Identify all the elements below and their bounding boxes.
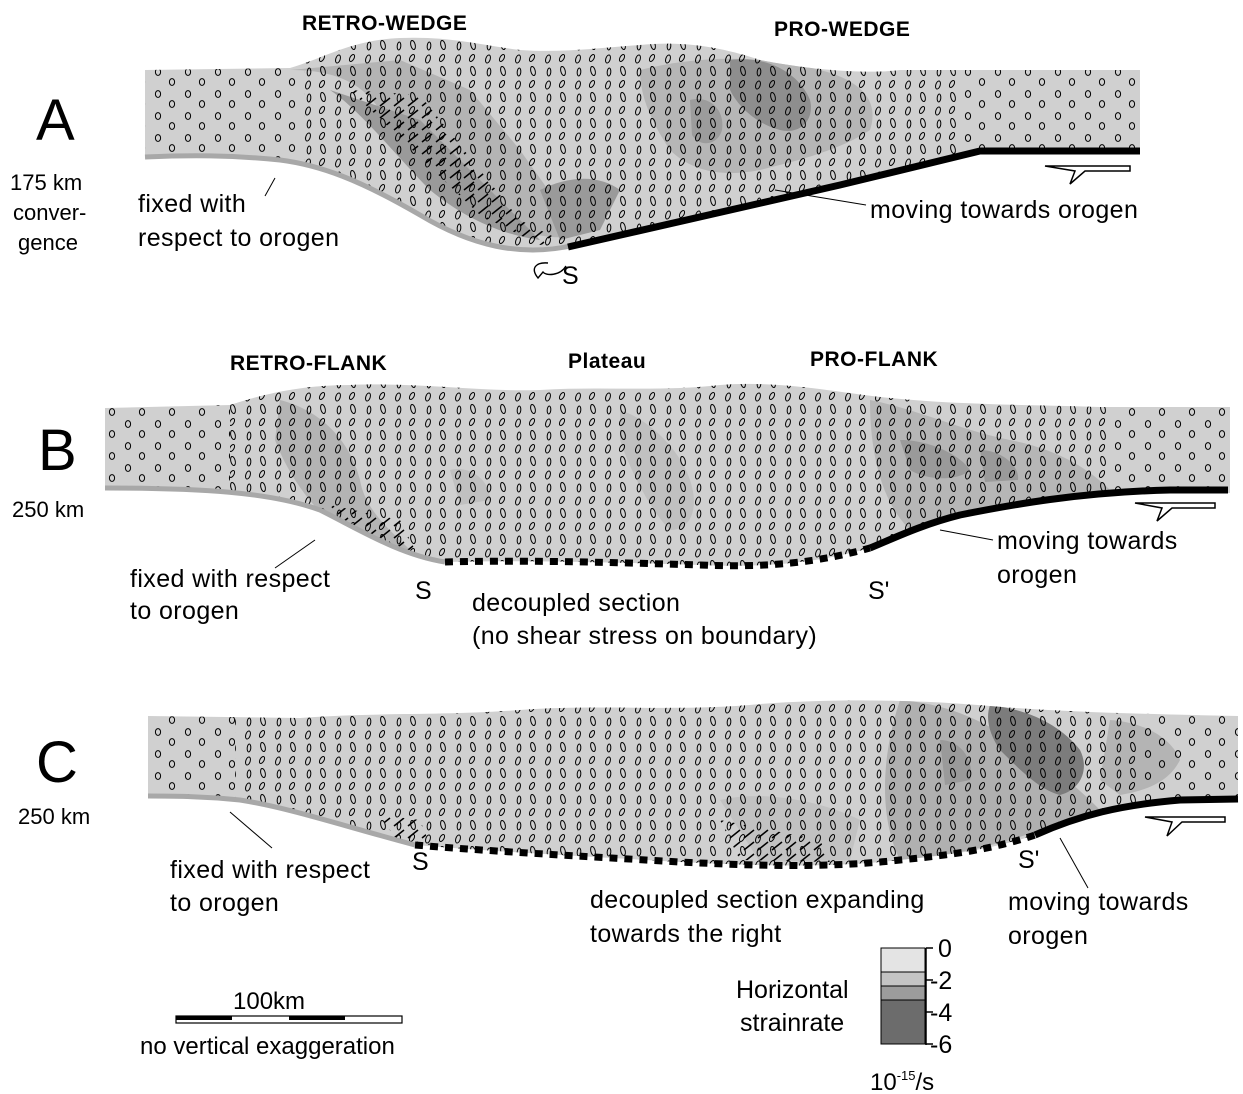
panel-c-convergence: 250 km	[18, 804, 90, 829]
panel-a-convergence-2: conver-	[13, 200, 86, 225]
legend-tick-0: 0	[938, 935, 952, 963]
panel-b-decoupled-label-1: decoupled section	[472, 589, 680, 617]
panel-b-moving-label-1: moving towards	[997, 527, 1178, 555]
panel-a-header-pro: PRO-WEDGE	[774, 18, 910, 41]
legend-swatch-2	[881, 986, 925, 1000]
legend-title-2: strainrate	[740, 1009, 844, 1037]
panel-b-fixed-label-1: fixed with respect	[130, 565, 330, 593]
panel-c-model-section	[145, 695, 1243, 875]
panel-b-decoupled-label-2: (no shear stress on boundary)	[472, 622, 817, 650]
legend-title-1: Horizontal	[736, 976, 849, 1004]
panel-b-convergence: 250 km	[12, 497, 84, 522]
panel-c-s-prime-label: S'	[1018, 846, 1039, 874]
scale-bar: 100km no vertical exaggeration	[140, 988, 402, 1060]
panel-b-moving-label-2: orogen	[997, 561, 1077, 589]
panel-a: A 175 km conver- gence RETRO-WEDGE PRO-W…	[10, 12, 1150, 290]
panel-a-convergence-3: gence	[18, 230, 78, 255]
panel-a-pro-arrow-icon	[1045, 166, 1130, 184]
panel-c-pro-arrow-icon	[1145, 817, 1225, 836]
panel-c: C 250 km S S' fixed with respect to orog…	[18, 695, 1243, 950]
panel-a-s-label: S	[562, 262, 579, 290]
panel-a-fixed-label-1: fixed with	[138, 190, 246, 218]
panel-b-header-plateau: Plateau	[568, 350, 646, 373]
panel-c-letter: C	[36, 730, 78, 795]
panel-c-moving-label-2: orogen	[1008, 922, 1088, 950]
panel-a-moving-label: moving towards orogen	[870, 196, 1138, 224]
panel-c-moving-label-1: moving towards	[1008, 888, 1189, 916]
panel-c-fixed-label-2: to orogen	[170, 889, 279, 917]
panel-b-fixed-label-2: to orogen	[130, 597, 239, 625]
legend-tick-3: -6	[930, 1031, 952, 1059]
panel-c-decoupled-label-1: decoupled section expanding	[590, 886, 925, 914]
scale-bar-segment-1	[176, 1016, 232, 1020]
panel-c-fixed-leader	[230, 812, 272, 848]
panel-b-fixed-leader	[275, 540, 315, 568]
panel-b-header-retro: RETRO-FLANK	[230, 352, 387, 375]
panel-b-s-label: S	[415, 577, 432, 605]
panel-a-letter: A	[36, 88, 75, 153]
panel-a-fixed-label-2: respect to orogen	[138, 224, 339, 252]
scale-bar-segment-2	[289, 1016, 345, 1020]
panel-b: B 250 km RETRO-FLANK Plateau PRO-FLANK S…	[12, 348, 1240, 650]
scale-bar-label: 100km	[233, 988, 305, 1015]
panel-b-moving-leader	[940, 530, 993, 540]
panel-a-header-retro: RETRO-WEDGE	[302, 12, 467, 35]
panel-a-fixed-leader	[265, 178, 275, 196]
legend-swatch-3	[881, 1000, 925, 1044]
panel-b-pro-arrow-icon	[1135, 503, 1215, 521]
panel-b-s-prime-label: S'	[868, 577, 889, 605]
panel-b-header-pro: PRO-FLANK	[810, 348, 938, 371]
legend-swatch-1	[881, 972, 925, 986]
strainrate-legend: 0 -2 -4 -6 Horizontal strainrate 10-15/s	[736, 935, 952, 1094]
panel-b-letter: B	[38, 418, 77, 483]
legend-tick-2: -4	[930, 999, 952, 1027]
panel-c-s-label: S	[412, 848, 429, 876]
panel-c-moving-leader	[1060, 838, 1088, 888]
scale-bar-caption: no vertical exaggeration	[140, 1033, 395, 1060]
panel-a-convergence-1: 175 km	[10, 170, 82, 195]
panel-c-decoupled-label-2: towards the right	[590, 920, 782, 948]
legend-swatch-0	[881, 948, 925, 972]
legend-unit: 10-15/s	[870, 1068, 934, 1094]
panel-c-fixed-label-1: fixed with respect	[170, 856, 370, 884]
legend-tick-1: -2	[930, 967, 952, 995]
